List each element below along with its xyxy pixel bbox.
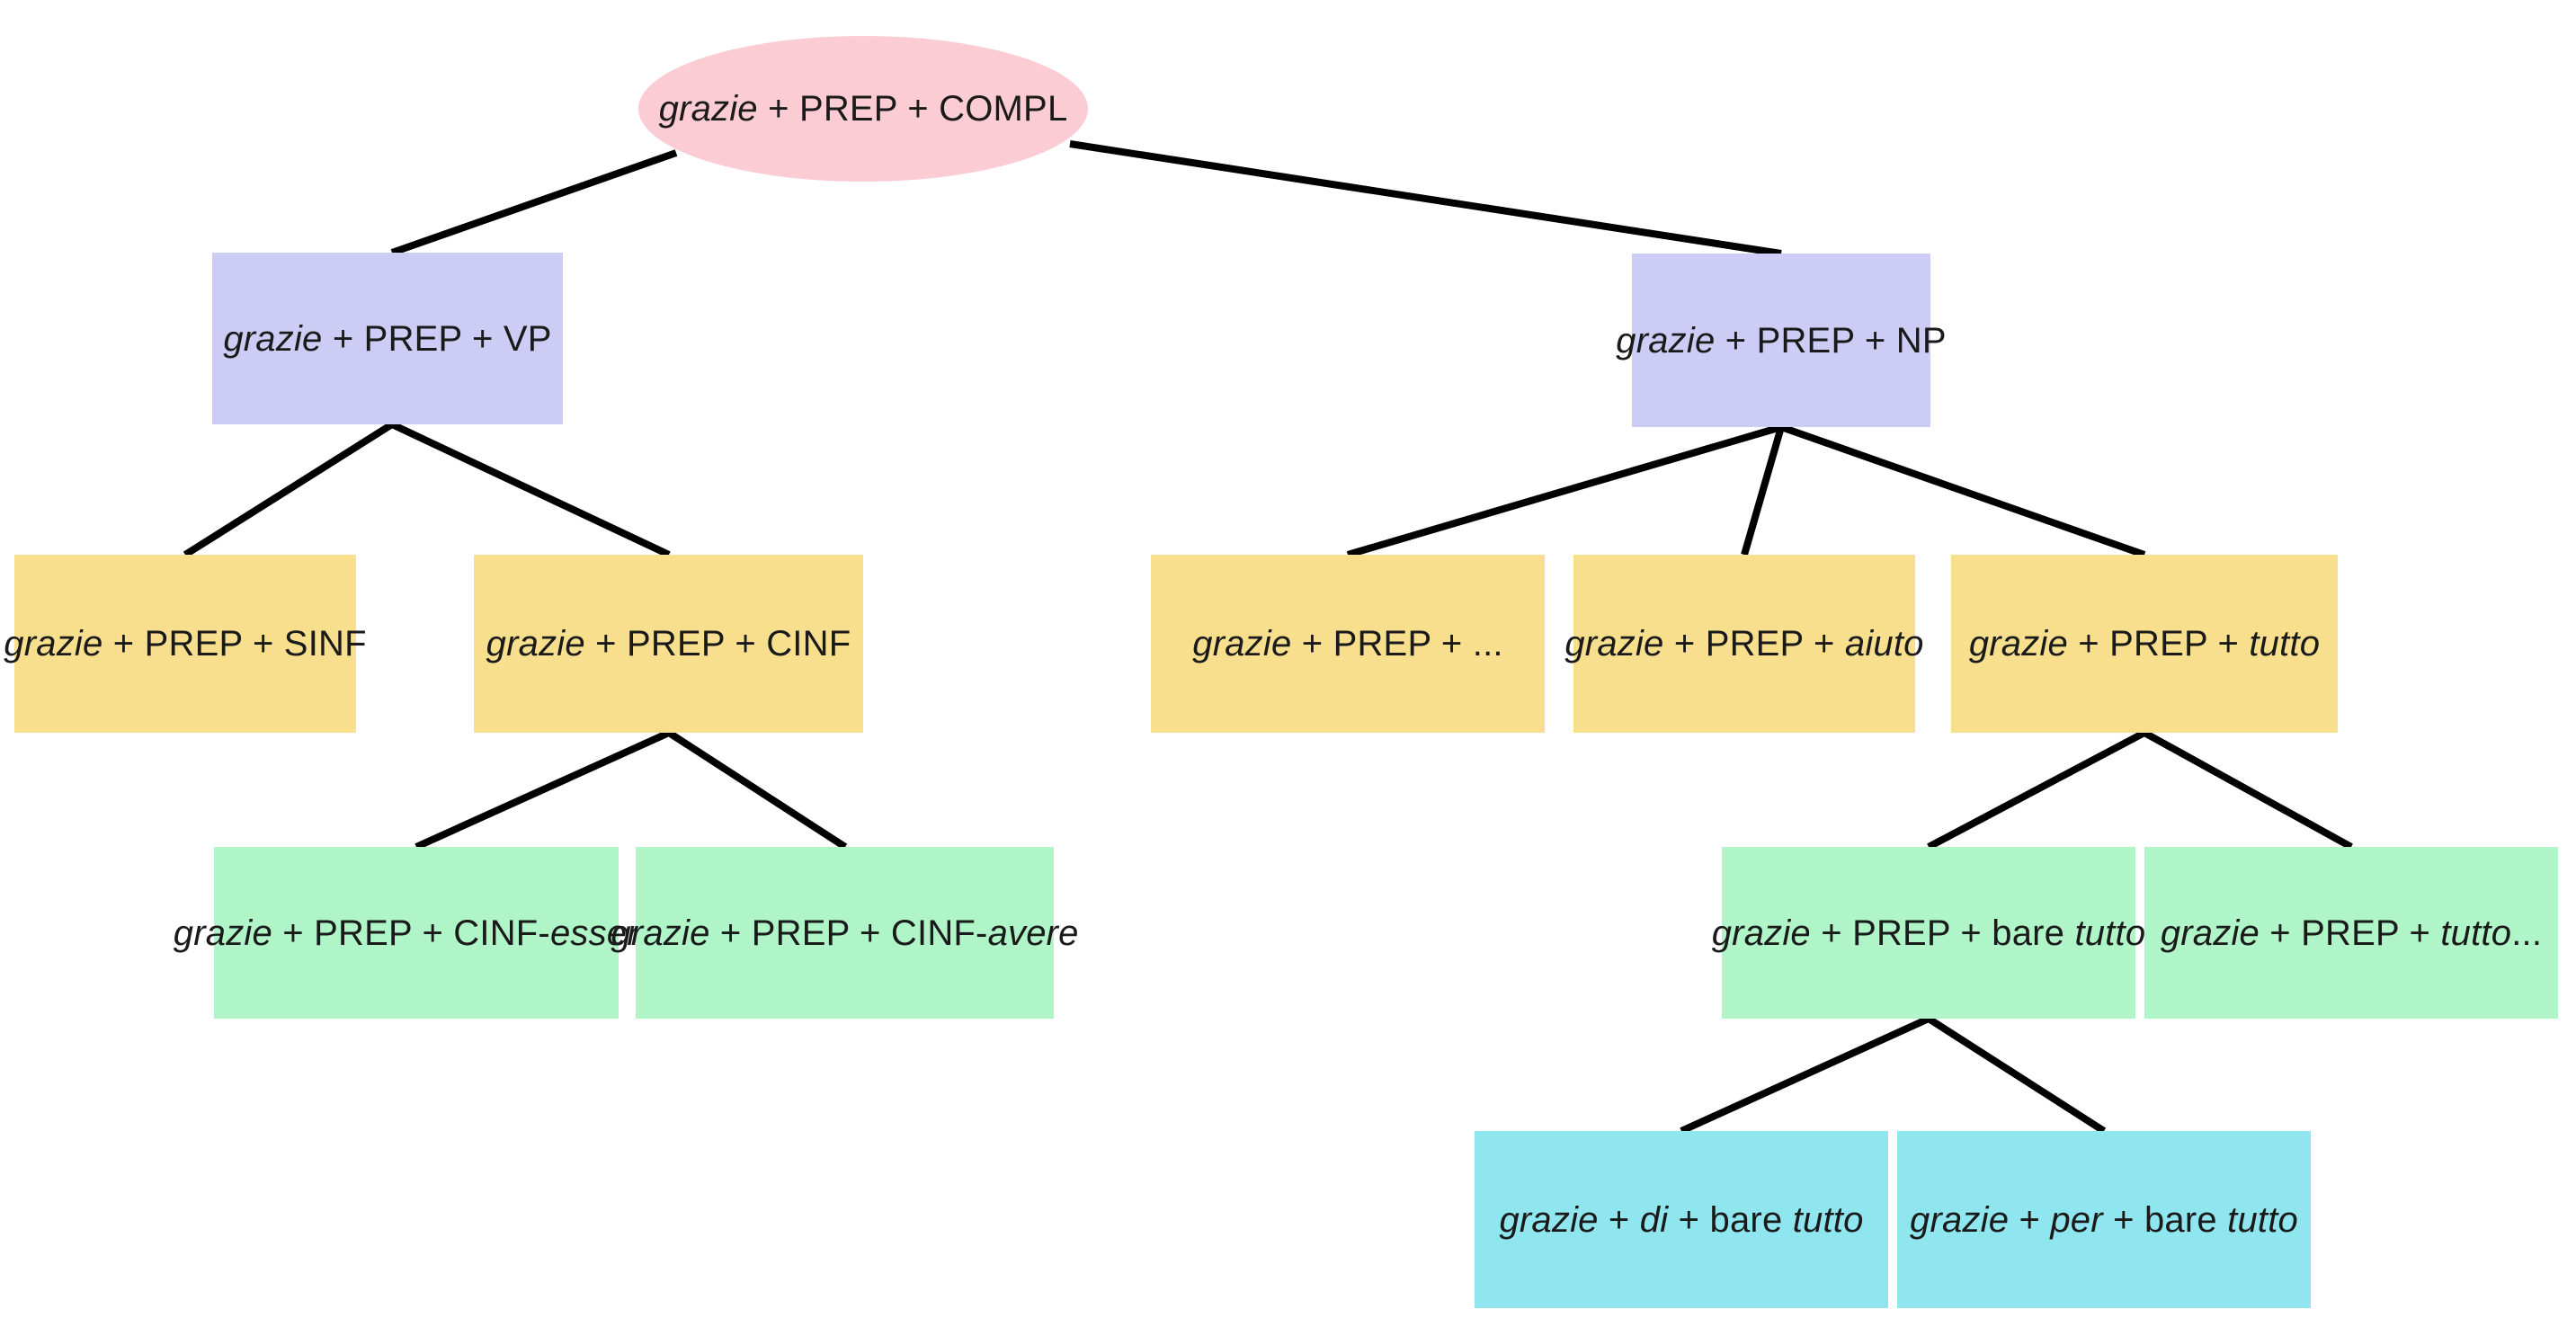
tree-node-np-tutto[interactable]: grazie + PREP + tutto bbox=[1951, 555, 2338, 733]
tree-node-per-bare-tutto[interactable]: grazie + per + bare tutto bbox=[1897, 1131, 2311, 1308]
tree-node-np-etc[interactable]: grazie + PREP + ... bbox=[1151, 555, 1545, 733]
tree-node-label: grazie + PREP + VP bbox=[223, 318, 552, 359]
tree-node-label: grazie + PREP + CINF-essere bbox=[173, 913, 660, 953]
tree-node-label: grazie + PREP + tutto... bbox=[2160, 913, 2543, 953]
tree-node-di-bare-tutto[interactable]: grazie + di + bare tutto bbox=[1475, 1131, 1888, 1308]
tree-edge bbox=[666, 729, 848, 851]
tree-edge bbox=[1680, 1015, 1930, 1135]
tree-node-label: grazie + PREP + ... bbox=[1192, 624, 1503, 664]
tree-node-label: grazie + PREP + aiuto bbox=[1564, 624, 1924, 664]
tree-node-vp[interactable]: grazie + PREP + VP bbox=[212, 253, 563, 424]
tree-edge bbox=[1346, 423, 1783, 558]
tree-node-label: grazie + PREP + COMPL bbox=[658, 89, 1068, 129]
tree-edge bbox=[1926, 1015, 2107, 1135]
tree-node-cinf-essere[interactable]: grazie + PREP + CINF-essere bbox=[174, 847, 659, 1019]
tree-edge bbox=[390, 421, 671, 558]
tree-edge bbox=[1779, 423, 2146, 558]
tree-edge bbox=[183, 421, 395, 558]
tree-edge bbox=[390, 149, 678, 256]
tree-node-label: grazie + di + bare tutto bbox=[1499, 1199, 1864, 1240]
tree-node-np-aiuto[interactable]: grazie + PREP + aiuto bbox=[1564, 555, 1923, 733]
tree-node-label: grazie + PREP + SINF bbox=[4, 624, 367, 664]
tree-node-sinf[interactable]: grazie + PREP + SINF bbox=[4, 555, 367, 733]
tree-node-label: grazie + PREP + CINF bbox=[486, 624, 851, 664]
tree-node-bare-tutto[interactable]: grazie + PREP + bare tutto bbox=[1712, 847, 2145, 1019]
tree-edge bbox=[414, 729, 671, 851]
tree-node-label: grazie + PREP + bare tutto bbox=[1711, 913, 2146, 953]
tree-node-label: grazie + PREP + NP bbox=[1616, 320, 1947, 361]
tree-node-root[interactable]: grazie + PREP + COMPL bbox=[638, 36, 1088, 182]
tree-edge bbox=[1069, 140, 1782, 257]
tree-node-label: grazie + PREP + CINF-avere bbox=[611, 913, 1079, 953]
tree-edge bbox=[1927, 729, 2146, 851]
tree-edge bbox=[2143, 729, 2353, 851]
tree-node-cinf-avere[interactable]: grazie + PREP + CINF-avere bbox=[611, 847, 1078, 1019]
tree-edge bbox=[1741, 425, 1785, 557]
tree-node-label: grazie + per + bare tutto bbox=[1910, 1199, 2298, 1240]
tree-node-np[interactable]: grazie + PREP + NP bbox=[1616, 254, 1947, 427]
tree-node-label: grazie + PREP + tutto bbox=[1968, 624, 2321, 664]
tree-node-cinf[interactable]: grazie + PREP + CINF bbox=[474, 555, 863, 733]
tree-node-tutto-etc[interactable]: grazie + PREP + tutto... bbox=[2144, 847, 2558, 1019]
